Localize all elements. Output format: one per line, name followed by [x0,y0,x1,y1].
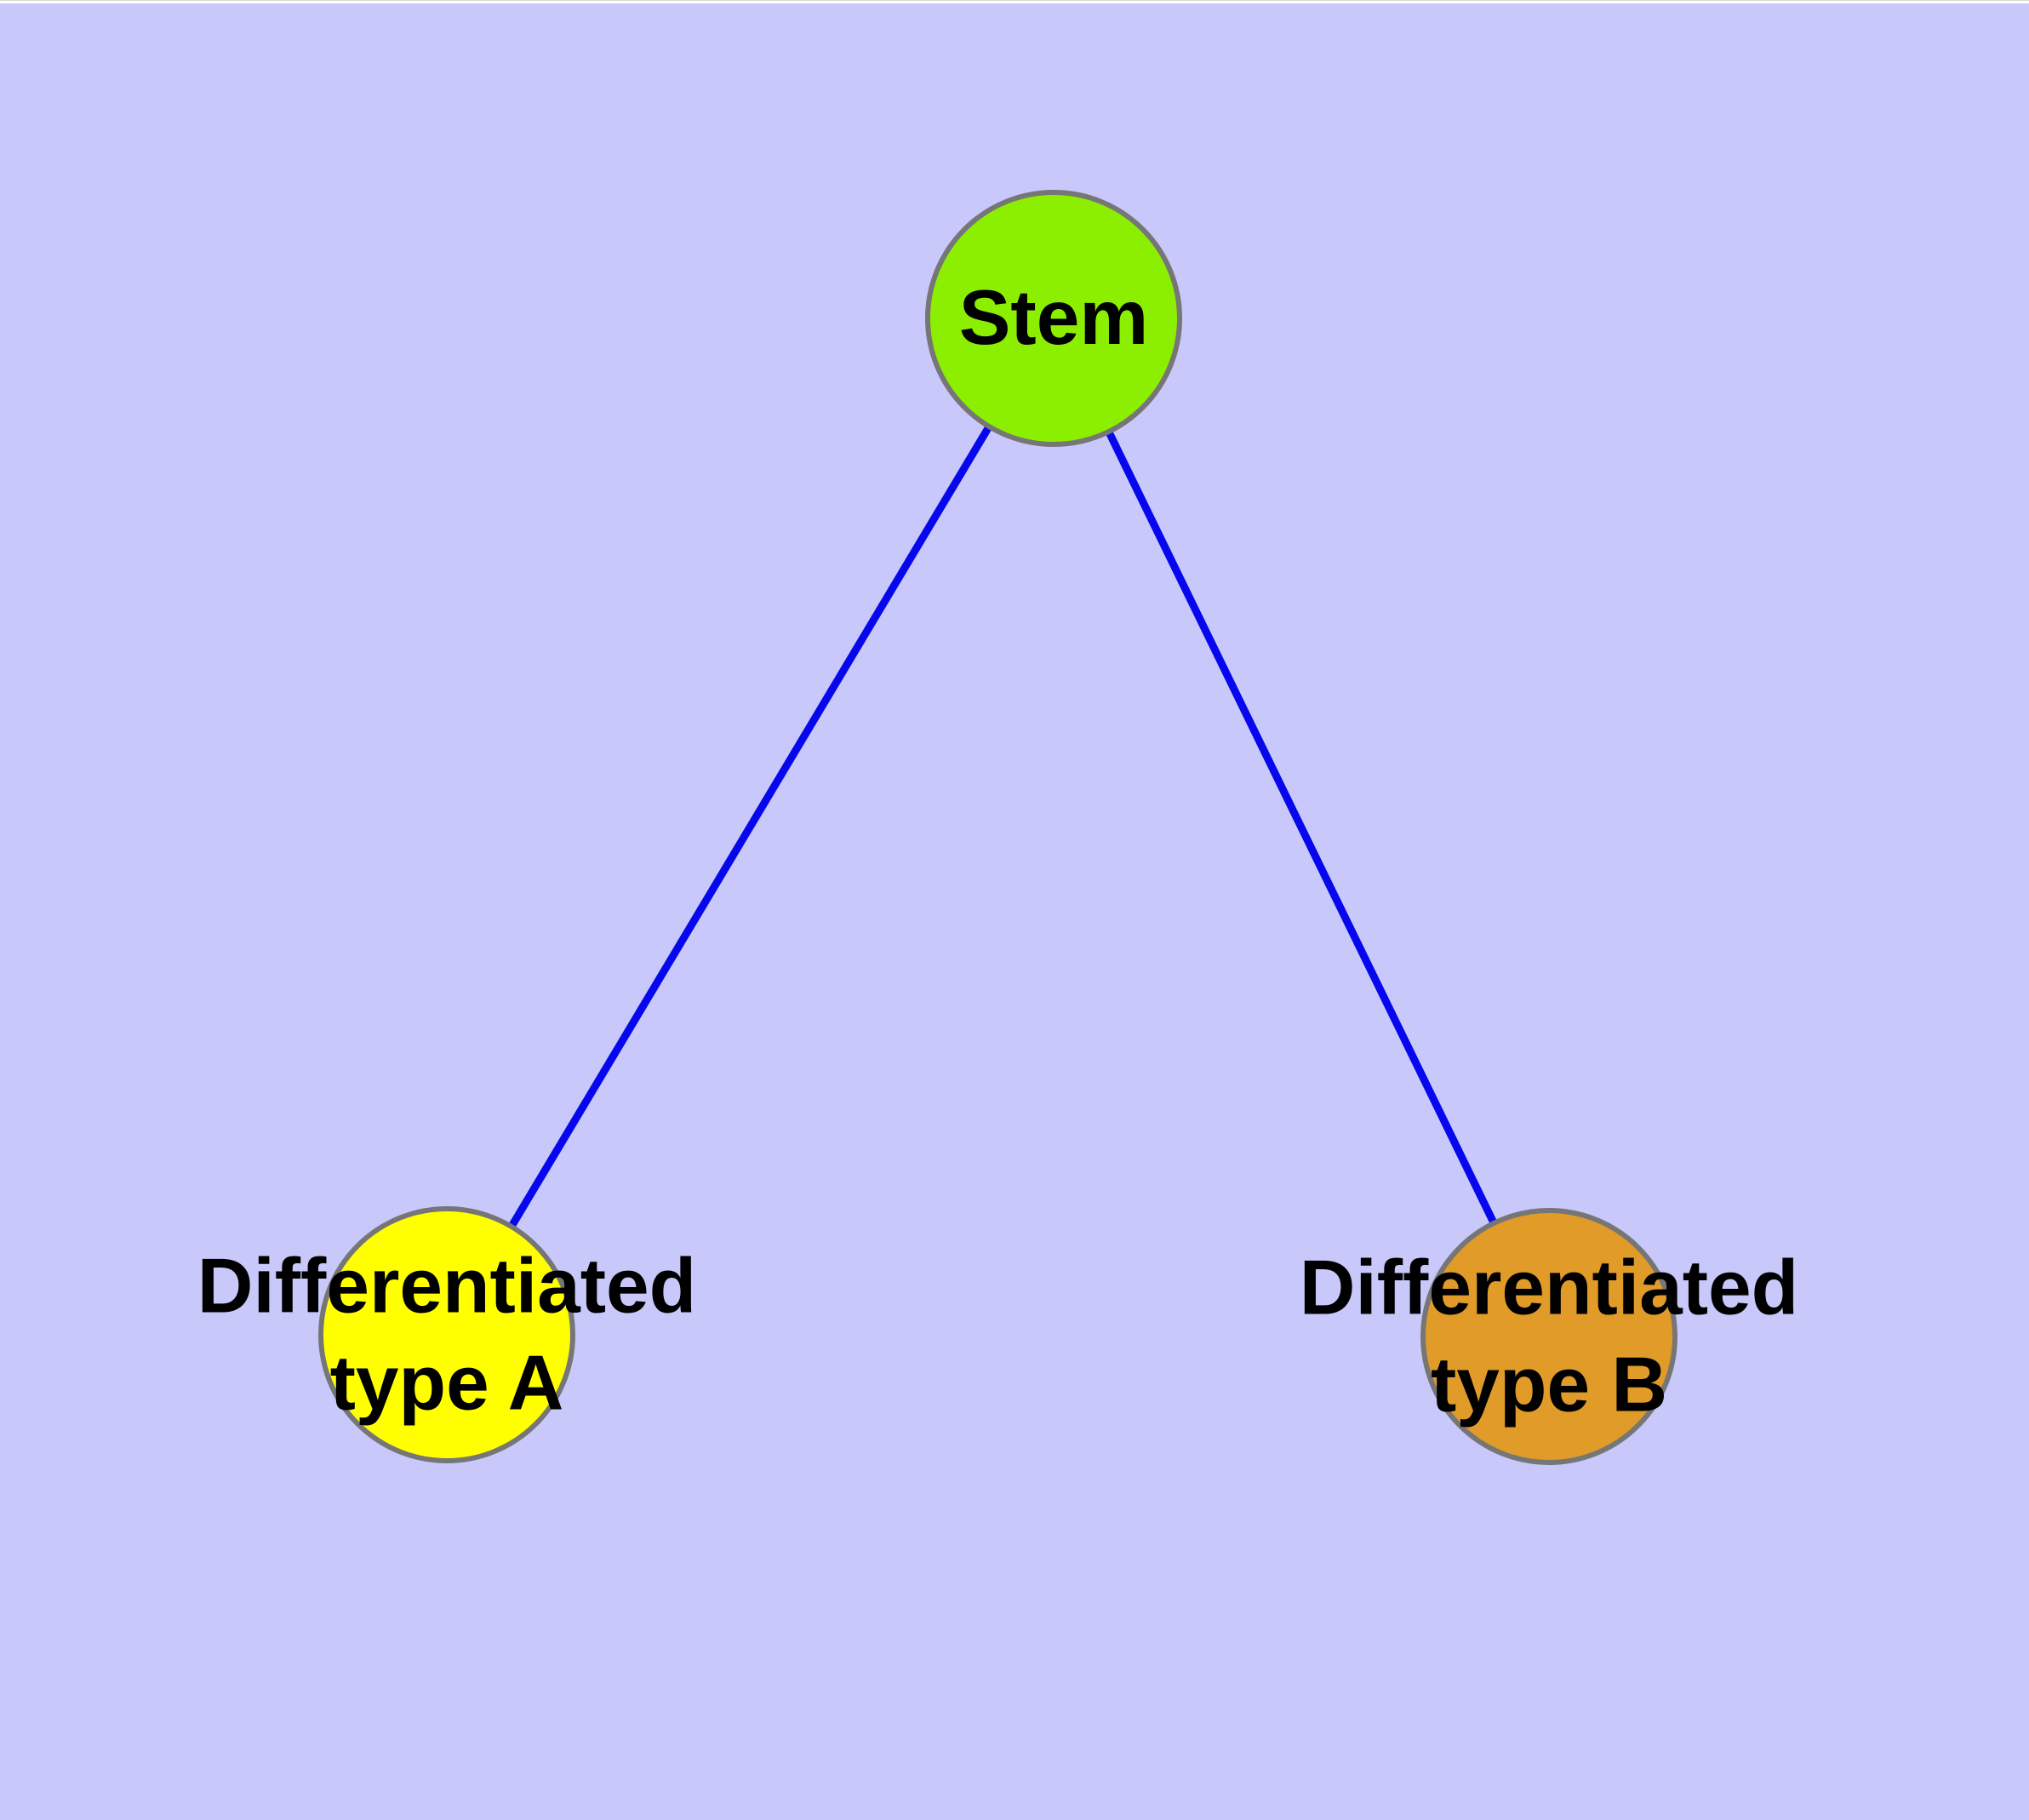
node-differentiated-type-b[interactable]: Differentiated type B [1300,1208,1798,1465]
node-stem[interactable]: Stem [925,190,1182,447]
edge-stem-to-type-a [443,316,1057,1337]
edge-stem-to-type-b [1049,317,1553,1338]
node-differentiated-type-a[interactable]: Differentiated type A [197,1206,696,1463]
node-stem-label: Stem [958,275,1149,362]
page-top-margin [0,0,2029,3]
